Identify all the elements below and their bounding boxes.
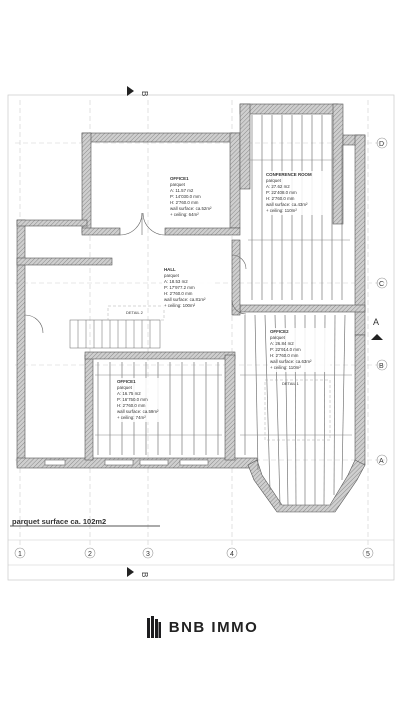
svg-text:parquet: parquet xyxy=(270,335,286,340)
building-stripes-icon xyxy=(146,616,161,638)
svg-text:P: 14'030.0 mm: P: 14'030.0 mm xyxy=(170,194,201,199)
room-label-office2: OFFICE2 parquet A: 26.84 m2 P: 22'914.0 … xyxy=(268,328,330,372)
drawing-frame xyxy=(7,94,395,581)
svg-text:CONFERENCE ROOM: CONFERENCE ROOM xyxy=(266,172,312,177)
svg-text:A: 18.53 m2: A: 18.53 m2 xyxy=(164,279,188,284)
svg-text:B: B xyxy=(140,91,149,96)
svg-text:B: B xyxy=(379,363,384,370)
floor-plan: B B A 1 2 3 4 5 D C B A xyxy=(7,86,395,581)
svg-text:+ ceiling: 74m²: + ceiling: 74m² xyxy=(117,415,146,420)
svg-text:H: 2'760.0 mm: H: 2'760.0 mm xyxy=(170,200,199,205)
svg-text:2: 2 xyxy=(88,551,92,558)
room-label-hall: HALL parquet A: 18.53 m2 P: 17'977.2 mm … xyxy=(162,266,214,310)
svg-text:+ ceiling: 64m²: + ceiling: 64m² xyxy=(170,212,199,217)
svg-text:parquet: parquet xyxy=(170,182,186,187)
detail-2-label: DETAIL 2 xyxy=(126,310,144,315)
svg-text:P: 16'750.0 mm: P: 16'750.0 mm xyxy=(117,397,148,402)
svg-text:H: 2'760.0 mm: H: 2'760.0 mm xyxy=(266,196,295,201)
svg-text:B: B xyxy=(140,572,149,577)
doors xyxy=(24,212,247,334)
parquet-surface-banner: parquet surface ca. 102m2 xyxy=(10,517,160,527)
svg-text:parquet: parquet xyxy=(266,178,282,183)
detail-1-box xyxy=(264,379,331,441)
brand-logo: BNB IMMO xyxy=(0,612,405,642)
room-label-conference: CONFERENCE ROOM parquet A: 27.62 m2 P: 2… xyxy=(264,171,326,215)
section-marker-a: A xyxy=(371,317,383,340)
detail-1-label: DETAIL 1 xyxy=(282,381,300,386)
svg-text:wall surface: ca.59m²: wall surface: ca.59m² xyxy=(117,409,159,414)
walls xyxy=(16,103,366,513)
svg-text:HALL: HALL xyxy=(164,267,176,272)
svg-text:P: 17'977.2 mm: P: 17'977.2 mm xyxy=(164,285,195,290)
svg-text:A: 16.75 m2: A: 16.75 m2 xyxy=(117,391,141,396)
svg-text:parquet: parquet xyxy=(117,385,133,390)
svg-text:P: 22'408.0 mm: P: 22'408.0 mm xyxy=(266,190,297,195)
grid-bubbles-columns xyxy=(14,547,374,559)
svg-text:5: 5 xyxy=(366,551,370,558)
svg-text:parquet surface ca. 102m2: parquet surface ca. 102m2 xyxy=(12,517,106,526)
svg-text:4: 4 xyxy=(230,551,234,558)
svg-text:A: A xyxy=(379,458,384,465)
svg-text:H: 2'760.0 mm: H: 2'760.0 mm xyxy=(164,291,193,296)
svg-text:H: 2'760.0 mm: H: 2'760.0 mm xyxy=(270,353,299,358)
grid-lines xyxy=(15,100,385,545)
plank-ticks xyxy=(95,159,352,436)
svg-text:wall surface: ca.63m²: wall surface: ca.63m² xyxy=(270,359,312,364)
svg-text:H: 2'760.0 mm: H: 2'760.0 mm xyxy=(117,403,146,408)
detail-2-box xyxy=(107,305,165,321)
svg-text:1: 1 xyxy=(18,551,22,558)
parquet-planks-office2 xyxy=(244,314,346,506)
svg-text:A: A xyxy=(373,317,379,327)
svg-text:C: C xyxy=(379,281,384,288)
brand-name: BNB IMMO xyxy=(168,618,259,636)
svg-text:D: D xyxy=(379,141,384,148)
svg-text:A: 26.84 m2: A: 26.84 m2 xyxy=(270,341,294,346)
svg-text:parquet: parquet xyxy=(164,273,180,278)
svg-text:OFFICE2: OFFICE2 xyxy=(270,329,289,334)
svg-text:wall surface: ca.43m²: wall surface: ca.43m² xyxy=(266,202,308,207)
svg-text:3: 3 xyxy=(146,551,150,558)
grid-bubbles-rows xyxy=(376,137,388,466)
stairs xyxy=(69,319,161,349)
svg-text:A: 11.57 m2: A: 11.57 m2 xyxy=(170,188,194,193)
svg-text:wall surface: ca.52m²: wall surface: ca.52m² xyxy=(170,206,212,211)
svg-text:wall surface: ca.81m²: wall surface: ca.81m² xyxy=(164,297,206,302)
svg-text:P: 22'914.0 mm: P: 22'914.0 mm xyxy=(270,347,301,352)
svg-text:A: 27.62 m2: A: 27.62 m2 xyxy=(266,184,290,189)
svg-text:OFFICE1: OFFICE1 xyxy=(170,176,189,181)
section-marker-bottom: B xyxy=(127,567,149,577)
room-label-office1-bottom: OFFICE1 parquet A: 16.75 m2 P: 16'750.0 … xyxy=(115,378,167,422)
section-marker-top: B xyxy=(127,86,149,96)
svg-text:+ ceiling: 110m²: + ceiling: 110m² xyxy=(266,208,297,213)
svg-text:+ ceiling: 110m²: + ceiling: 110m² xyxy=(270,365,301,370)
svg-text:OFFICE1: OFFICE1 xyxy=(117,379,136,384)
svg-text:+ ceiling: 100m²: + ceiling: 100m² xyxy=(164,303,196,308)
windows xyxy=(44,459,209,466)
room-label-office1-top: OFFICE1 parquet A: 11.57 m2 P: 14'030.0 … xyxy=(168,175,218,219)
